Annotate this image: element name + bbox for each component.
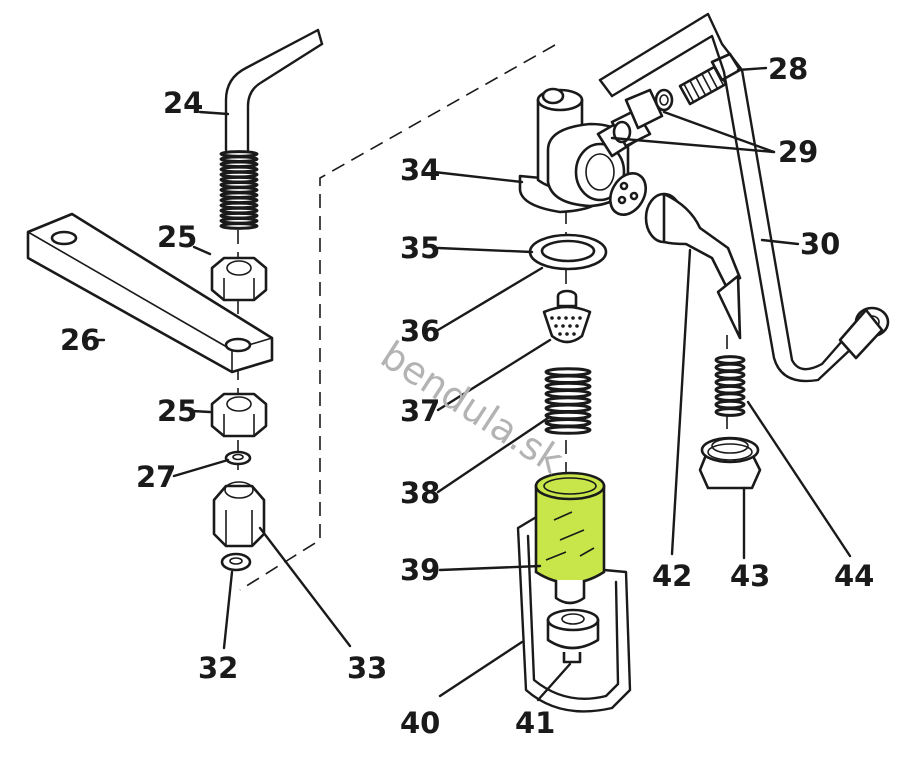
bolt-thread bbox=[689, 80, 700, 99]
filter-mesh-dot bbox=[578, 316, 582, 320]
filter-mesh-dot bbox=[550, 316, 554, 320]
filter-mesh-dot bbox=[575, 324, 579, 328]
spring-coil-turn bbox=[714, 407, 746, 417]
label-30: 30 bbox=[800, 227, 840, 261]
bolt-thread bbox=[707, 70, 718, 89]
label-38: 38 bbox=[400, 476, 440, 510]
bolt-thread bbox=[683, 83, 694, 102]
part-40-wire-bracket bbox=[516, 514, 632, 713]
spring-coil-turn bbox=[714, 377, 746, 388]
spring-coil-turn bbox=[544, 374, 592, 385]
spring-coil-turn bbox=[714, 384, 746, 395]
label-33: 33 bbox=[347, 651, 387, 685]
label-37: 37 bbox=[400, 394, 440, 428]
label-34: 34 bbox=[400, 153, 440, 187]
spring-coil-turn bbox=[714, 370, 746, 380]
part-34-strainer-disc bbox=[609, 172, 647, 216]
part-29-fittings bbox=[610, 88, 674, 148]
part-42-nozzle bbox=[644, 192, 742, 340]
assembly-guide-lines bbox=[237, 44, 728, 615]
label-44: 44 bbox=[834, 559, 874, 593]
spring-coil-turn bbox=[544, 388, 592, 399]
part-25-nut-lower bbox=[210, 392, 268, 438]
part-34-valve-body bbox=[518, 87, 636, 214]
part-44-spring bbox=[714, 355, 746, 417]
filter-mesh-dot bbox=[557, 316, 561, 320]
bolt-thread bbox=[701, 73, 712, 92]
spring-coil-turn bbox=[544, 396, 592, 406]
spring-coil-turn bbox=[714, 362, 746, 373]
label-28: 28 bbox=[768, 52, 808, 86]
label-24: 24 bbox=[163, 86, 203, 120]
label-42: 42 bbox=[652, 559, 692, 593]
label-39: 39 bbox=[400, 553, 440, 587]
filter-mesh-dot bbox=[558, 332, 562, 336]
spring-coil-turn bbox=[544, 403, 592, 414]
part-39-filter-cylinder bbox=[534, 471, 606, 605]
part-labels: 24 25 26 25 27 32 33 34 35 36 37 38 39 4… bbox=[60, 52, 874, 740]
part-35-gasket bbox=[528, 233, 608, 271]
part-33-union-nut bbox=[212, 481, 266, 548]
filter-mesh-dot bbox=[572, 332, 576, 336]
part-36-filter bbox=[542, 289, 592, 344]
part-25-nut-upper bbox=[210, 256, 268, 302]
part-26-lever-bar bbox=[26, 212, 274, 374]
spring-coil-turn bbox=[544, 417, 592, 428]
label-32: 32 bbox=[198, 651, 238, 685]
filter-mesh-dot bbox=[554, 324, 558, 328]
part-24-rod-spring bbox=[219, 28, 324, 230]
filter-mesh-dot bbox=[571, 316, 575, 320]
label-29: 29 bbox=[778, 135, 818, 169]
part-43-cap bbox=[698, 436, 762, 490]
spring-coil-turn bbox=[544, 381, 592, 392]
spring-coil-turn bbox=[544, 410, 592, 421]
leader-lines bbox=[94, 66, 852, 702]
label-40: 40 bbox=[400, 706, 440, 740]
part-37-spring bbox=[544, 367, 592, 435]
part-28-bolt bbox=[678, 52, 742, 106]
filter-mesh-dot bbox=[564, 316, 568, 320]
spring-coil-turn bbox=[714, 392, 746, 402]
label-26: 26 bbox=[60, 323, 100, 357]
spring-coil-turn bbox=[544, 425, 592, 435]
bolt-thread bbox=[695, 77, 706, 95]
filter-mesh-dot bbox=[565, 332, 569, 336]
label-25-lower: 25 bbox=[157, 394, 197, 428]
label-43: 43 bbox=[730, 559, 770, 593]
filter-mesh-dot bbox=[561, 324, 565, 328]
label-36: 36 bbox=[400, 314, 440, 348]
label-27: 27 bbox=[136, 460, 176, 494]
part-41-valve-seat bbox=[546, 608, 600, 664]
spring-coil-turn bbox=[714, 355, 746, 365]
spring-coil-turn bbox=[219, 222, 259, 230]
part-32-ring-washer bbox=[220, 552, 252, 572]
spring-coil-turn bbox=[714, 399, 746, 410]
spring-coil-turn bbox=[544, 367, 592, 377]
label-35: 35 bbox=[400, 231, 440, 265]
label-41: 41 bbox=[515, 706, 555, 740]
label-25-upper: 25 bbox=[157, 220, 197, 254]
filter-mesh-dot bbox=[568, 324, 572, 328]
part-30-pipe bbox=[598, 12, 890, 383]
part-27-washer bbox=[224, 450, 252, 466]
